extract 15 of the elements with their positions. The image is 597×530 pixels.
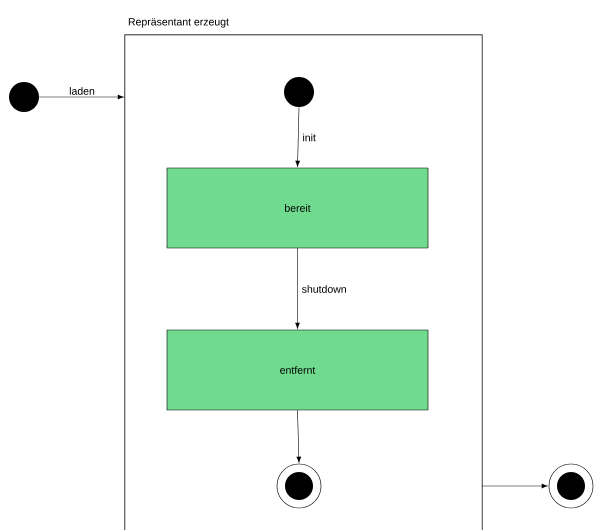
region-title: Repräsentant erzeugt: [128, 18, 229, 28]
state-box: entfernt: [166, 330, 428, 410]
transition-arrow: [295, 248, 300, 329]
initial-state: [284, 77, 314, 107]
initial-state: [9, 82, 39, 112]
transition-arrow: [295, 106, 300, 167]
transition-label: shutdown: [302, 285, 346, 293]
final-state: [276, 464, 322, 508]
final-state: [548, 464, 594, 508]
transition-arrow: [38, 94, 124, 100]
transition-arrow: [296, 410, 302, 463]
state-box: bereit: [166, 168, 428, 248]
transition-arrow: [482, 484, 548, 488]
transition-label: laden: [70, 87, 94, 95]
transition-label: init: [303, 134, 316, 142]
